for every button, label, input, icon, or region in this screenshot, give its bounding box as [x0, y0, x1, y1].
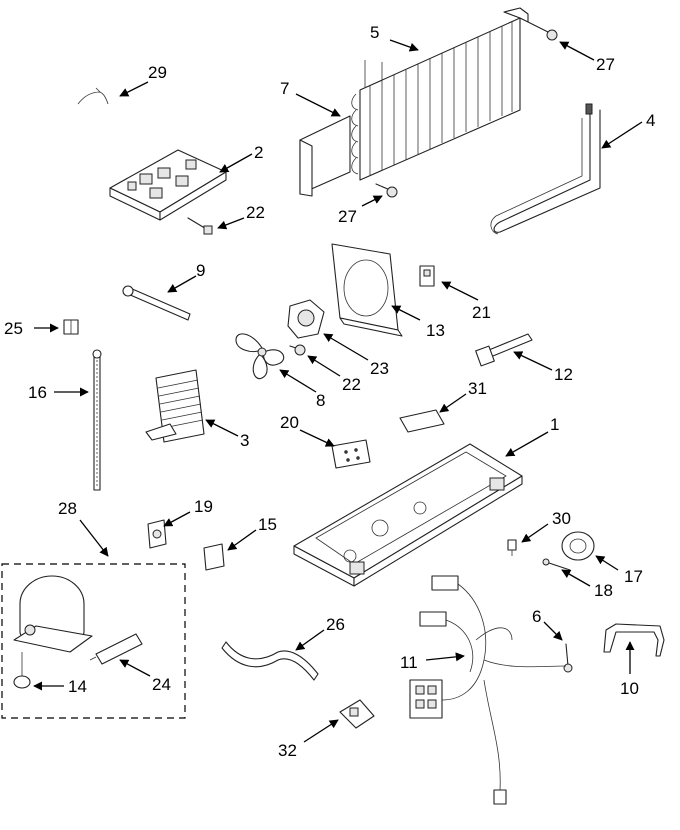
part-19-relay: [147, 519, 167, 549]
part-27-screw-top: [527, 21, 558, 41]
callout-15: 15: [258, 515, 277, 534]
part-18-bolt: [542, 558, 571, 571]
callout-25: 25: [4, 319, 23, 338]
part-10-tube: [603, 623, 665, 657]
callout-14: 14: [68, 677, 87, 696]
callout-4: 4: [646, 111, 655, 130]
callout-28: 28: [58, 499, 77, 518]
callout-2: 2: [254, 143, 263, 162]
part-32-connector: [339, 699, 375, 729]
callout-29: 29: [148, 63, 167, 82]
callout-32: 32: [278, 741, 297, 760]
part-11-wire-harness: [409, 575, 567, 805]
part-9-long-screw: [122, 285, 191, 321]
part-24-drier: [89, 633, 143, 665]
callout-23: 23: [370, 359, 389, 378]
leader-lines: [33, 39, 643, 743]
callout-27-top: 27: [596, 55, 615, 74]
callout-22-lower: 22: [342, 375, 361, 394]
callout-1: 1: [550, 415, 559, 434]
callout-8: 8: [316, 391, 325, 410]
part-12-sensor: [475, 333, 533, 367]
callout-30: 30: [552, 509, 571, 528]
part-17-mount: [561, 531, 595, 561]
part-1-base-pan: [293, 443, 523, 587]
callout-18: 18: [594, 581, 613, 600]
callout-17: 17: [624, 567, 643, 586]
callout-21: 21: [472, 303, 491, 322]
part-14-grommet: [13, 652, 31, 689]
part-25-clip: [63, 319, 79, 335]
part-15-overload: [203, 543, 225, 571]
part-27-screw-mid: [375, 183, 398, 198]
part-28-compressor: [13, 575, 93, 653]
part-2-control-box: [109, 149, 227, 221]
callout-22-upper: 22: [246, 203, 265, 222]
callout-20: 20: [280, 413, 299, 432]
callout-10: 10: [620, 679, 639, 698]
part-22-screw-lower: [289, 344, 306, 356]
callout-11: 11: [400, 653, 418, 672]
part-29-wire: [77, 87, 109, 105]
callout-13: 13: [426, 321, 445, 340]
callout-27-mid: 27: [338, 207, 357, 226]
part-16-tube: [92, 349, 102, 491]
part-5-evaporator: [351, 7, 529, 181]
part-13-fan-shroud: [331, 243, 403, 337]
callout-3: 3: [240, 431, 249, 450]
part-23-fan-motor: [287, 299, 325, 339]
part-3-condenser: [145, 369, 205, 443]
part-31-label: [399, 409, 445, 433]
callout-19: 19: [194, 497, 213, 516]
callout-labels: 5 27 7 29 4 2 22 27 9 21 25 13 23 22 12 …: [4, 23, 655, 760]
part-30-fitting: [507, 539, 517, 556]
part-8-fan-blade: [235, 333, 285, 380]
part-7-heater-cover: [299, 115, 351, 197]
callout-7: 7: [280, 79, 289, 98]
callout-26: 26: [326, 615, 345, 634]
part-6-screw: [563, 643, 573, 673]
callout-31: 31: [468, 379, 487, 398]
part-4-heater-tube: [490, 103, 601, 235]
callout-6: 6: [532, 607, 541, 626]
callout-24: 24: [152, 675, 171, 694]
part-20-plate: [331, 439, 371, 469]
part-21-thermostat: [419, 265, 435, 287]
part-22-screw-upper: [187, 217, 213, 235]
callout-12: 12: [554, 365, 573, 384]
callout-5: 5: [370, 23, 379, 42]
callout-16: 16: [28, 383, 47, 402]
part-26-tube: [221, 641, 319, 681]
callout-9: 9: [196, 261, 205, 280]
